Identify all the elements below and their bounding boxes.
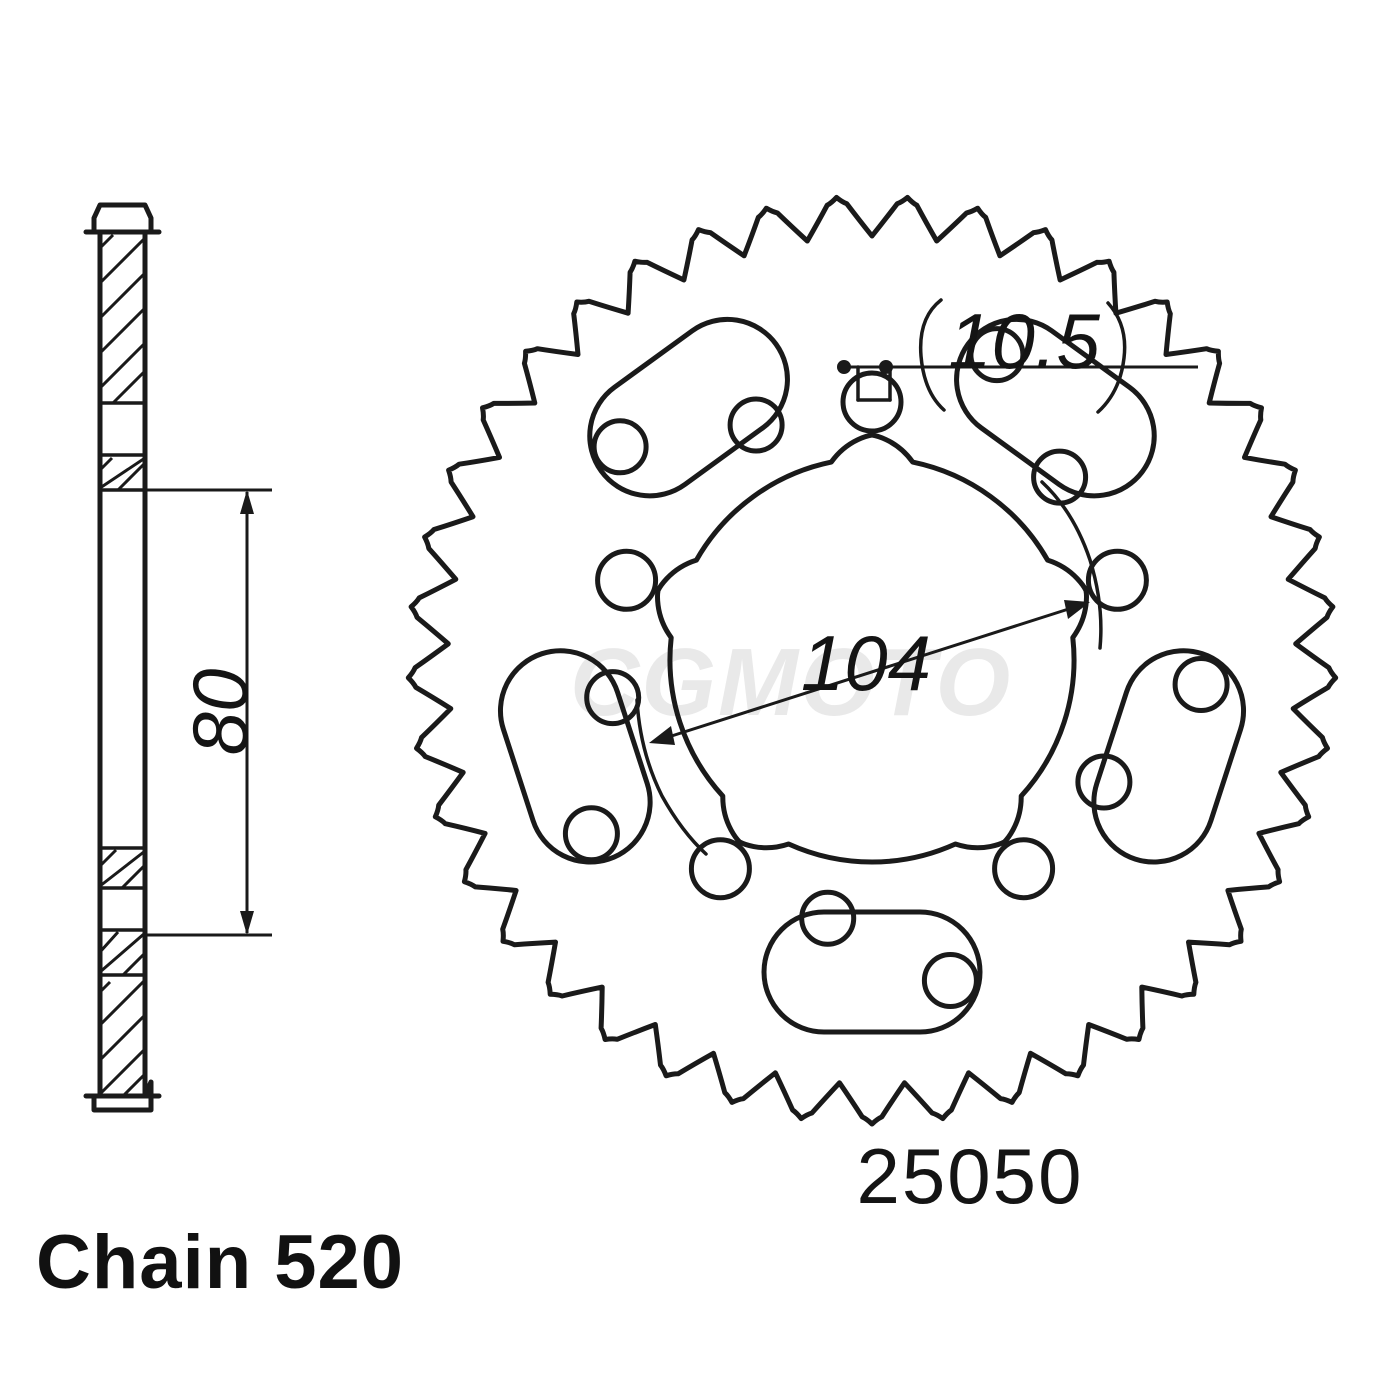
section-hatch-lower: [98, 978, 147, 1098]
dim-hub-thickness-label: 80: [176, 669, 264, 756]
dim-bolt-hole-diameter: 10.5: [837, 297, 1198, 414]
section-hatch-band-c: [98, 930, 147, 977]
lightening-cutout: [761, 909, 983, 1035]
lightening-cutout: [1091, 648, 1247, 865]
dim105-dot-left: [837, 360, 851, 374]
bolt-hole: [1085, 548, 1149, 612]
sprocket-hub-bore: [655, 432, 1089, 865]
relief-hole-outer: [921, 952, 979, 1009]
dim104-arc-upper: [1040, 480, 1103, 650]
bolt-hole: [992, 837, 1056, 901]
dim104-arc-lower: [635, 698, 708, 856]
bolt-hole: [840, 370, 904, 434]
dim-bolt-circle-diameter: 104: [635, 480, 1103, 856]
small-hole-outer-group: [562, 326, 1230, 1009]
section-hatch-upper: [98, 233, 147, 405]
side-section-view: 80: [83, 202, 272, 1113]
dim105-arc-right: [1096, 301, 1127, 414]
section-hatch-band-a: [98, 456, 147, 492]
lightening-cutout: [587, 316, 790, 499]
dim104-arrow-left: [649, 726, 675, 745]
lightening-cutout: [497, 648, 653, 865]
watermark-cgmoto: CGMOTO: [570, 629, 1012, 736]
bolt-hole-group: [595, 370, 1149, 901]
lightening-cutout-group: [497, 316, 1247, 1035]
section-hatch-band-b: [98, 848, 147, 890]
dim-bolt-hole-diameter-label: 10.5: [948, 297, 1100, 385]
dim-bolt-circle-label: 104: [801, 619, 931, 707]
relief-hole-inner: [727, 396, 785, 454]
dim80-arrow-top: [240, 490, 254, 514]
sprocket-teeth-outline: [405, 194, 1339, 1127]
relief-hole-inner: [584, 669, 642, 727]
dim104-measure-line: [658, 604, 1079, 742]
dim80-arrow-bottom: [240, 911, 254, 935]
dim104-arrow-right: [1064, 600, 1090, 619]
chain-label: Chain 520: [36, 1220, 404, 1305]
sprocket-face-view: [405, 194, 1339, 1127]
relief-hole-outer: [1172, 656, 1230, 713]
bolt-hole: [595, 548, 659, 612]
relief-hole-outer: [591, 418, 649, 476]
part-number-label: 25050: [857, 1132, 1084, 1220]
dim105-arc-left: [918, 298, 946, 412]
relief-hole-outer: [968, 326, 1026, 384]
bolt-hole: [688, 837, 752, 901]
lightening-cutout: [954, 316, 1157, 499]
